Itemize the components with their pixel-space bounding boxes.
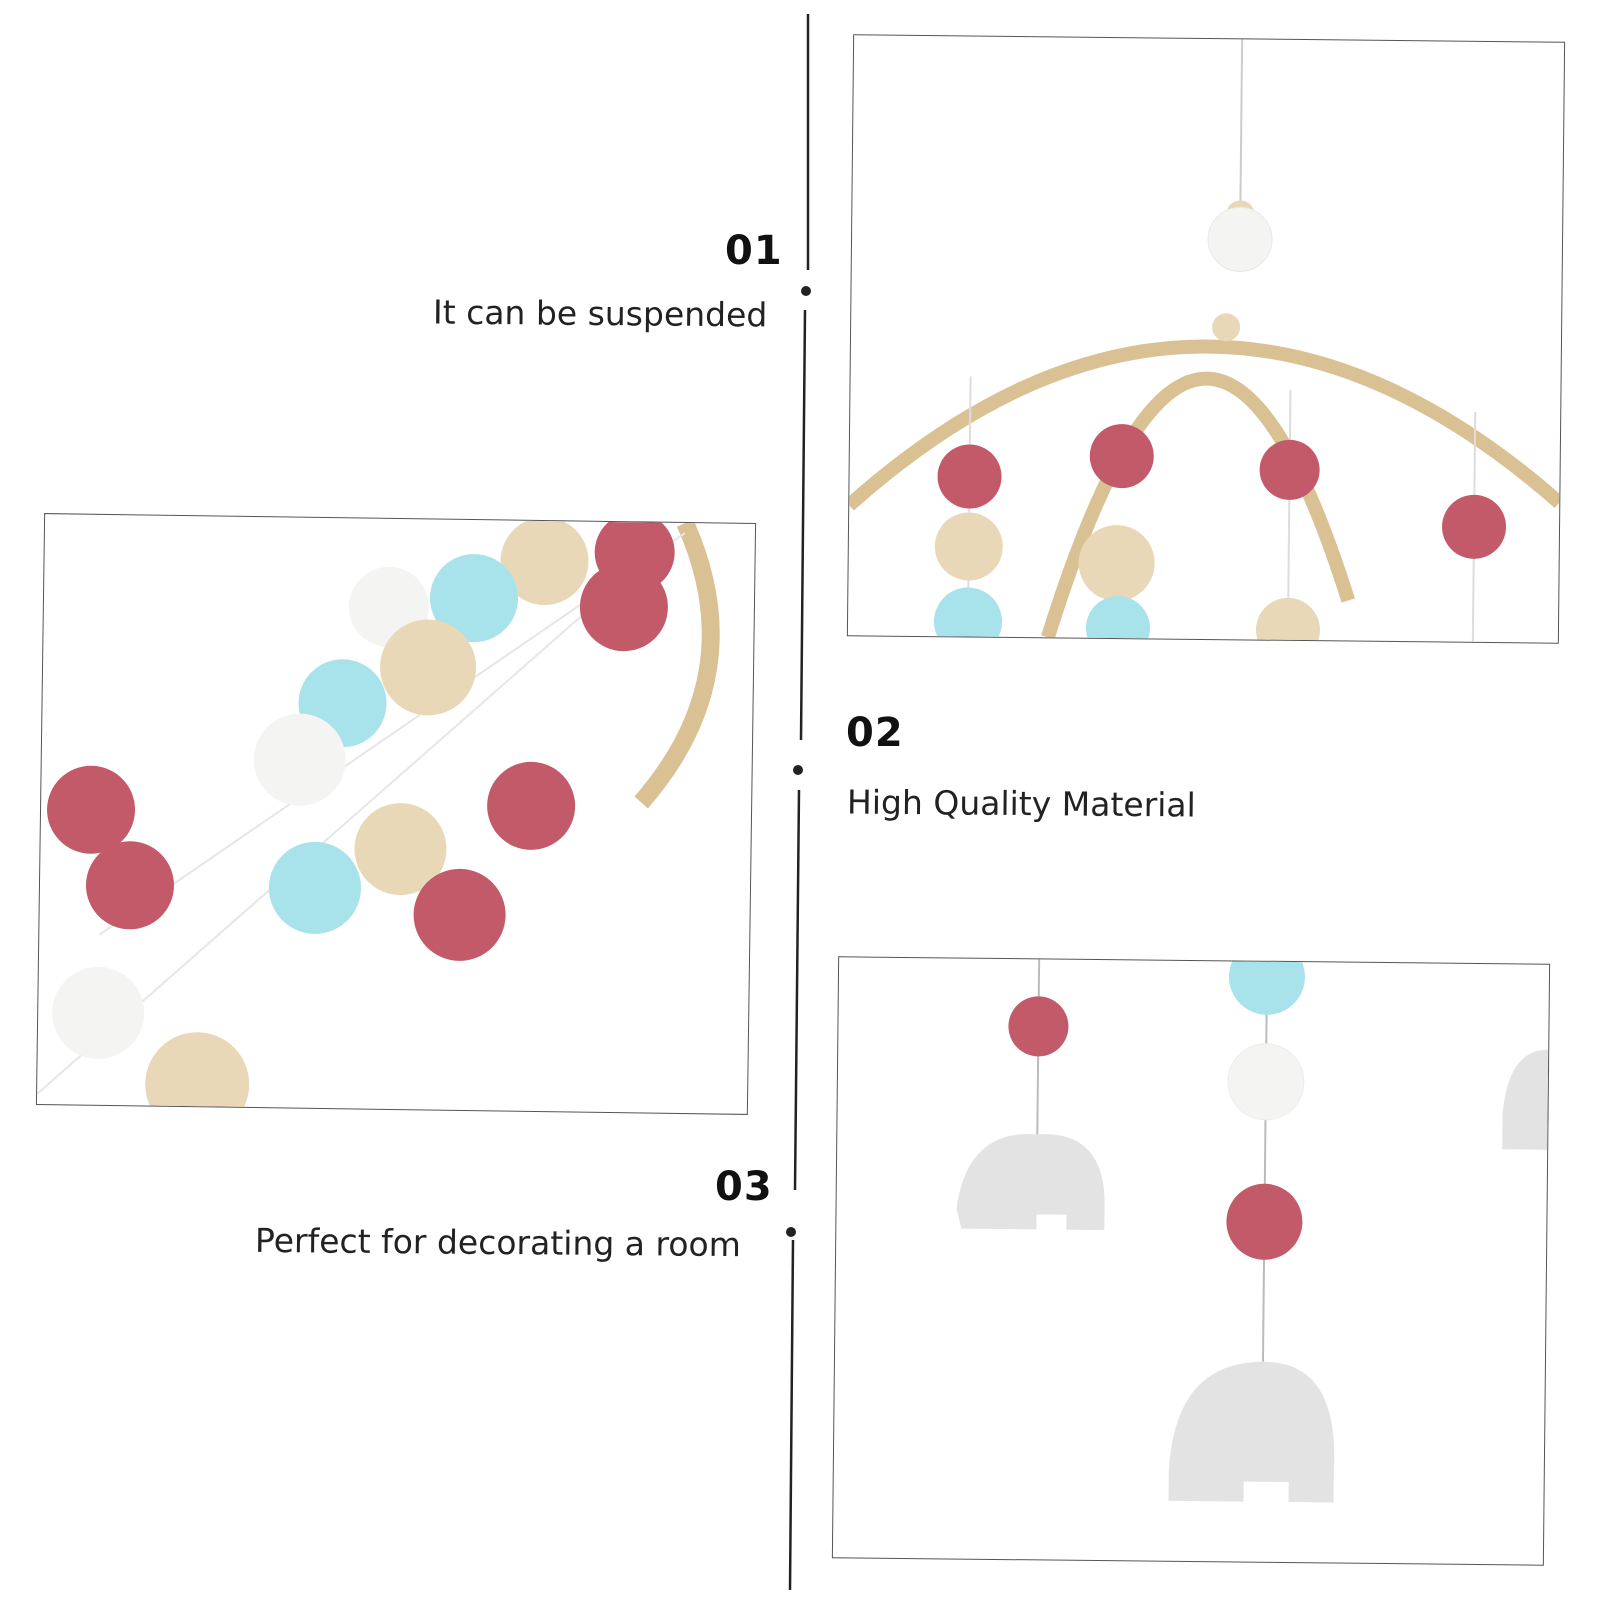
hanging-mobile-photo (846, 34, 1566, 644)
elephant-mobile-illustration (956, 957, 1549, 1503)
hanging-mobile-illustration (847, 39, 1564, 643)
feature-number-03: 03 (715, 1164, 773, 1210)
timeline-dot-1 (801, 286, 811, 296)
elephant-mobile-photo (831, 956, 1551, 1566)
timeline-dot-2 (793, 765, 803, 775)
feature-number-02: 02 (846, 710, 904, 756)
feature-text-material: High Quality Material (846, 782, 1196, 825)
felt-balls-illustration (36, 514, 720, 1114)
feature-number-01: 01 (725, 228, 783, 274)
feature-text-suspended: It can be suspended (432, 292, 768, 335)
feature-text-decorating: Perfect for decorating a room (254, 1220, 742, 1265)
timeline-dot-3 (786, 1227, 796, 1237)
felt-balls-closeup-photo (35, 513, 757, 1115)
